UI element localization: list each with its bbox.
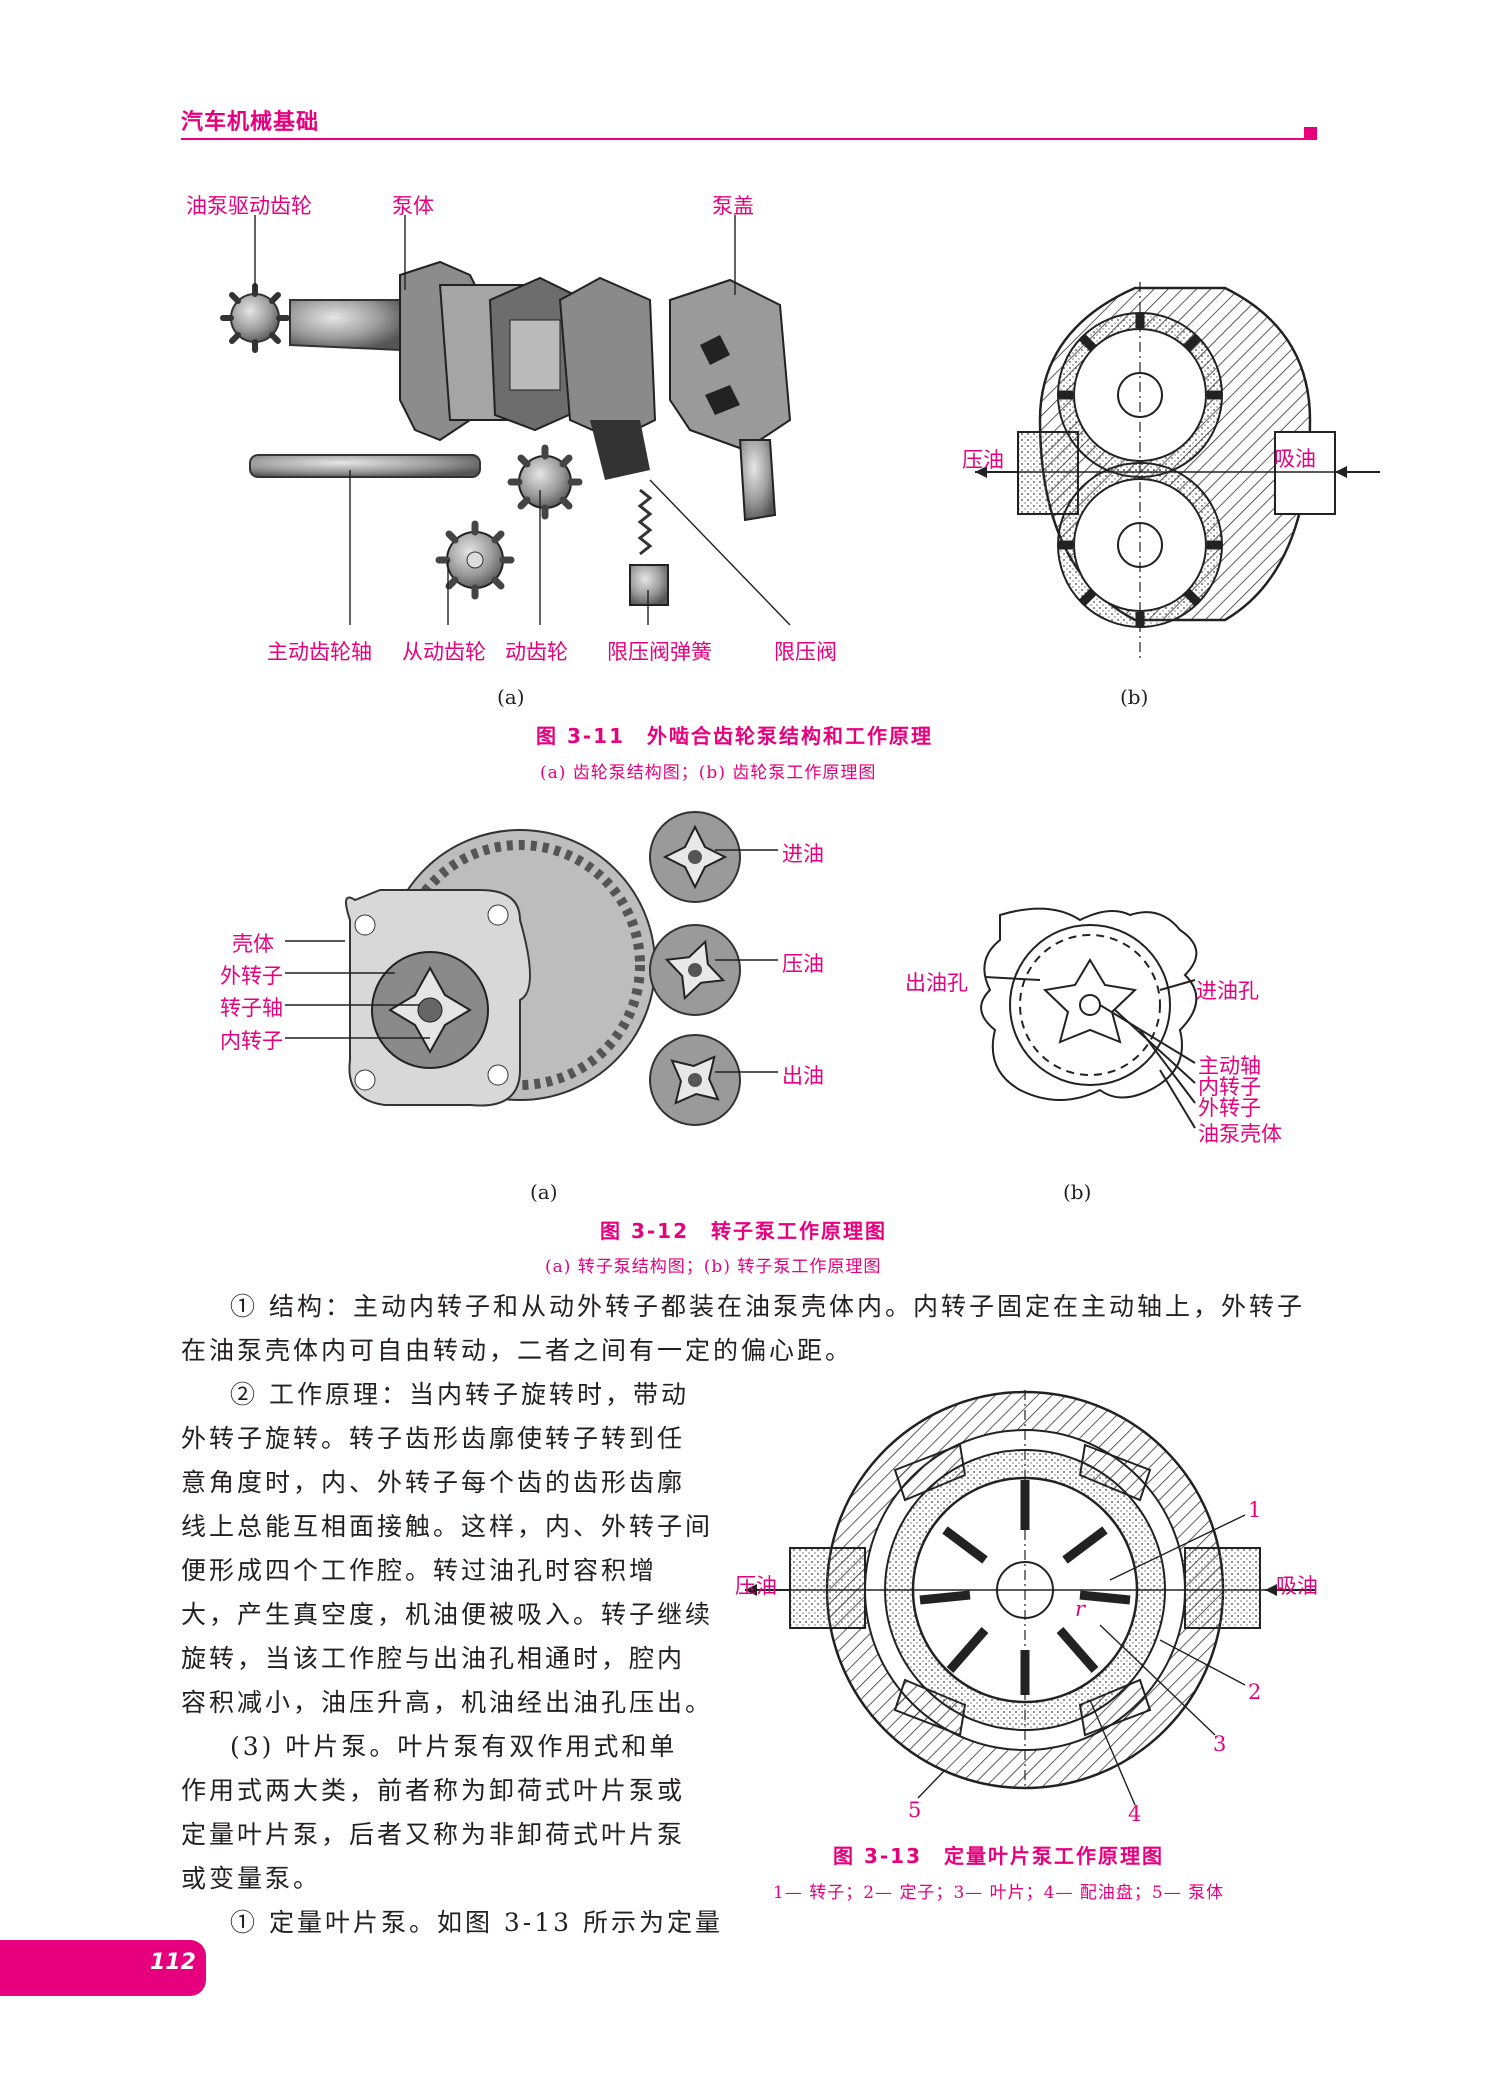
subfigure-a-label: (a) <box>530 1180 558 1204</box>
label-inner-rotor: 内转子 <box>220 1029 283 1053</box>
label-main-gear-shaft: 主动齿轮轴 <box>267 640 372 664</box>
label-part-5: 5 <box>908 1798 922 1822</box>
rotor-pump-structure-drawing <box>345 829 656 1107</box>
label-intake-hole: 进油孔 <box>1196 979 1259 1003</box>
text-line: 定量叶片泵，后者又称为非卸荷式叶片泵 <box>181 1820 686 1849</box>
text-line: 容积减小，油压升高，机油经出油孔压出。 <box>181 1688 714 1717</box>
label-drive-gear: 油泵驱动齿轮 <box>186 194 312 218</box>
label-part-4: 4 <box>1128 1802 1142 1826</box>
text-line: 外转子旋转。转子齿形齿廓使转子转到任 <box>181 1424 686 1453</box>
text-line: 旋转，当该工作腔与出油孔相通时，腔内 <box>181 1644 686 1673</box>
gear-pump-exploded-drawing <box>220 215 792 626</box>
figure-3-13-caption: 图 3-13 定量叶片泵工作原理图 <box>833 1844 1165 1868</box>
figure-3-11-subcaption: (a) 齿轮泵结构图；(b) 齿轮泵工作原理图 <box>540 763 877 783</box>
header-rule-marker <box>1304 127 1317 140</box>
figure-3-11-caption: 图 3-11 外啮合齿轮泵结构和工作原理 <box>536 724 934 748</box>
label-pump-cover: 泵盖 <box>712 194 754 218</box>
figure-3-13-subcaption: 1— 转子；2— 定子；3— 叶片；4— 配油盘；5— 泵体 <box>773 1883 1225 1903</box>
figure-3-12-subcaption: (a) 转子泵结构图；(b) 转子泵工作原理图 <box>545 1257 882 1277</box>
running-header-title: 汽车机械基础 <box>181 110 320 135</box>
text-line: (3) 叶片泵。叶片泵有双作用式和单 <box>230 1732 678 1761</box>
label-oil-intake: 进油 <box>782 842 824 866</box>
subfigure-a-label: (a) <box>497 685 525 709</box>
label-suck-oil-b: 吸油 <box>1274 447 1316 471</box>
header-rule <box>181 138 1315 140</box>
label-driven-gear: 从动齿轮 <box>402 640 486 664</box>
text-line: ② 工作原理：当内转子旋转时，带动 <box>230 1380 689 1409</box>
label-pump-housing: 油泵壳体 <box>1198 1122 1282 1146</box>
text-line: 作用式两大类，前者称为卸荷式叶片泵或 <box>181 1776 686 1805</box>
rotor-pump-stage-drawings <box>649 811 741 1126</box>
label-rotor-shaft: 转子轴 <box>220 996 283 1020</box>
text-line: 意角度时，内、外转子每个齿的齿形齿廓 <box>181 1468 686 1497</box>
label-inner-rotor-b: 内转子 <box>1198 1075 1261 1099</box>
paragraph-structure-line2: 在油泵壳体内可自由转动，二者之间有一定的偏心距。 <box>181 1336 854 1365</box>
text-line: 大，产生真空度，机油便被吸入。转子继续 <box>181 1600 714 1629</box>
label-outer-rotor-b: 外转子 <box>1198 1096 1261 1120</box>
label-relief-valve-spring: 限压阀弹簧 <box>607 640 712 664</box>
figure-3-12-caption: 图 3-12 转子泵工作原理图 <box>600 1219 888 1243</box>
label-oil-outlet: 出油 <box>782 1064 824 1088</box>
text-line: 或变量泵。 <box>181 1864 322 1893</box>
page-number: 112 <box>150 1950 196 1975</box>
label-part-2: 2 <box>1248 1680 1262 1704</box>
label-press-oil-vane: 压油 <box>735 1574 777 1598</box>
rotor-pump-principle-drawing <box>980 907 1198 1129</box>
page-number-tab <box>0 1940 206 1996</box>
vane-pump-principle-drawing <box>745 1390 1315 1806</box>
gear-pump-principle-drawing <box>975 282 1380 660</box>
label-outer-rotor: 外转子 <box>220 964 283 988</box>
label-outlet-hole: 出油孔 <box>905 971 968 995</box>
label-eccentric-r: r <box>1075 1597 1086 1621</box>
label-part-3: 3 <box>1213 1732 1227 1756</box>
label-press-oil-b: 压油 <box>962 448 1004 472</box>
text-line: 线上总能互相面接触。这样，内、外转子间 <box>181 1512 714 1541</box>
label-relief-valve: 限压阀 <box>774 640 837 664</box>
text-line: 便形成四个工作腔。转过油孔时容积增 <box>181 1556 658 1585</box>
paragraph-structure-line1: ① 结构：主动内转子和从动外转子都装在油泵壳体内。内转子固定在主动轴上，外转子 <box>230 1292 1305 1321</box>
label-moving-gear: 动齿轮 <box>505 640 568 664</box>
label-drive-shaft: 主动轴 <box>1198 1054 1261 1078</box>
text-line: ① 定量叶片泵。如图 3-13 所示为定量 <box>230 1908 724 1937</box>
label-oil-press: 压油 <box>782 952 824 976</box>
subfigure-b-label: (b) <box>1063 1180 1092 1204</box>
label-part-1: 1 <box>1248 1498 1262 1522</box>
label-suck-oil-vane: 吸油 <box>1276 1574 1318 1598</box>
label-pump-body: 泵体 <box>392 194 434 218</box>
label-housing: 壳体 <box>232 932 274 956</box>
paragraph-working-principle: ② 工作原理：当内转子旋转时，带动 外转子旋转。转子齿形齿廓使转子转到任 意角度… <box>181 1373 724 1945</box>
subfigure-b-label: (b) <box>1120 685 1149 709</box>
